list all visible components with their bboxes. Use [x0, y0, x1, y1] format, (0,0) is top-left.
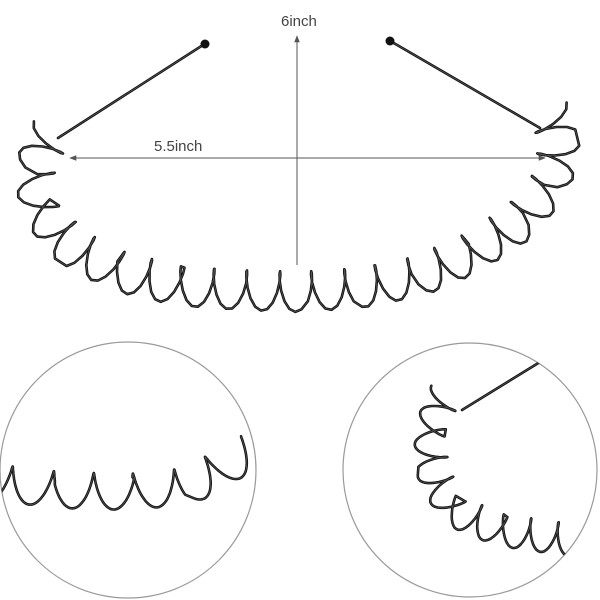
headband-main-view: [16, 36, 581, 314]
spring-band-wire: [16, 101, 581, 314]
right-arm-wire-highlight: [391, 41, 541, 129]
closeup-right-wire-highlight: [414, 385, 569, 557]
height-dimension-label: 6inch: [281, 13, 317, 30]
closeup-left-wire-highlight: [0, 435, 248, 510]
left-arm-end-ball: [200, 39, 210, 49]
wave-closeup-left: [0, 435, 249, 511]
left-arm-wire-highlight: [57, 44, 204, 139]
detail-circle-right: [342, 342, 598, 598]
detail-circle-left: [0, 341, 257, 599]
spring-band-wire-highlight: [17, 102, 580, 313]
width-dimension-label: 5.5inch: [154, 138, 202, 155]
right-arm-end-ball: [385, 36, 395, 46]
